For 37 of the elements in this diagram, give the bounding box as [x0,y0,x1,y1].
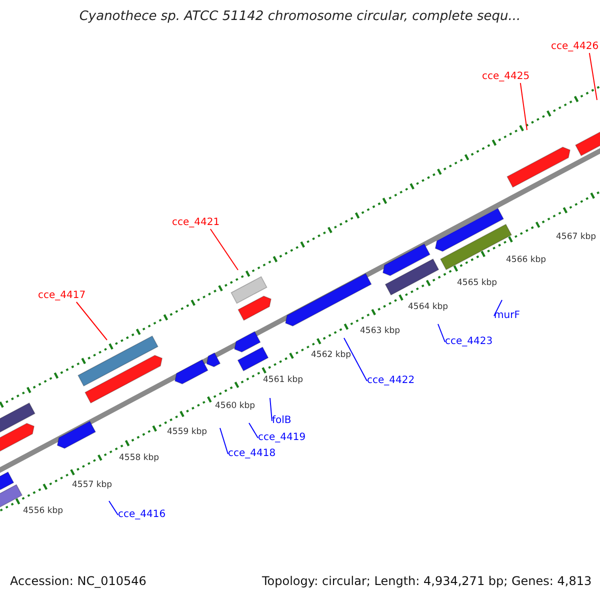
leader-line [210,228,238,270]
tick-label: 4564 kbp [408,303,448,312]
leader-line [76,302,108,340]
gene-label: cce_4419 [258,433,306,443]
tick-label: 4567 kbp [556,233,596,242]
leader-line [438,324,446,342]
tick-label: 4562 kbp [311,351,352,360]
gene-label: cce_4425 [482,72,530,82]
tick-label: 4561 kbp [263,376,304,384]
tick-label: 4563 kbp [360,327,400,336]
leader-line [494,300,502,316]
tick-label: 4559 kbp [167,428,208,436]
gene-label: cce_4422 [367,376,415,386]
tick-label: 4565 kbp [457,279,498,288]
tick-label: 4557 kbp [72,481,112,490]
leader-line [344,338,368,382]
gene-label: folB [272,416,292,426]
gene-label: cce_4426 [551,42,599,52]
leader-line [108,500,118,516]
gene-label: cce_4416 [118,510,166,520]
tick-label: 4566 kbp [506,256,546,264]
leader-line [588,52,598,100]
title: Cyanothece sp. ATCC 51142 chromosome circular, complete sequ... [78,10,522,23]
footer-text: Accession: NC_010546 [10,575,146,587]
gene-label: cce_4417 [38,291,86,301]
tick-label: 4560 kbp [215,402,256,410]
leader-line [520,82,528,130]
footer-text: Topology: circular; Length: 4,934,271 bp; Genes: 4,813 [262,575,592,587]
gene-label: cce_4418 [228,449,276,459]
gene-label: cce_4423 [445,337,493,347]
leader-line [270,398,272,422]
gene-label: murF [494,311,520,321]
gene-label: cce_4421 [172,218,220,228]
tick-label: 4558 kbp [119,454,160,462]
leader-line [220,428,228,454]
leader-line [248,422,258,438]
tick-label: 4556 kbp [23,507,64,516]
